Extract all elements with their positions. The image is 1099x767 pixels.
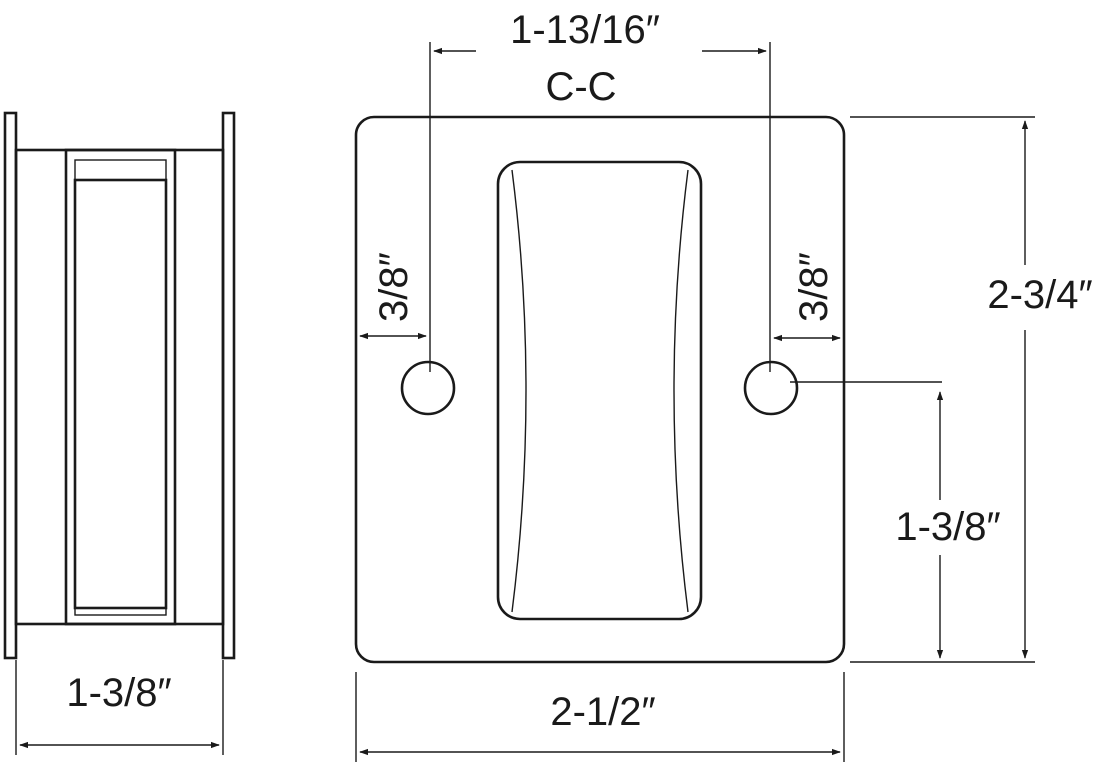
hole-height-label: 1-3/8″ [895,505,1000,549]
left-hole-edge-offset-label: 3/8″ [372,252,416,322]
right-hole-edge-offset-dimension: 3/8″ [773,252,841,342]
left-mounting-hole [400,360,456,416]
hole-height-dimension: 1-3/8″ [790,381,1001,659]
center-to-center-dimension: 1-13/16″ C-C [429,8,771,372]
right-mounting-hole [743,360,799,416]
front-view [354,115,846,664]
side-view [3,111,236,660]
height-dimension: 2-3/4″ [850,116,1093,663]
finger-recess-right-curve [673,169,689,613]
left-hole-edge-offset-dimension: 3/8″ [359,252,427,340]
finger-recess-outer [496,160,703,621]
center-to-center-note: C-C [545,65,616,109]
finger-recess-left-curve [511,169,527,613]
right-hole-edge-offset-label: 3/8″ [792,252,836,322]
height-label: 2-3/4″ [987,273,1092,317]
front-plate [354,115,846,664]
side-view-right-flange [221,111,236,660]
side-view-body [14,148,225,626]
side-view-cup-inner [74,159,167,616]
side-view-cup-opening [73,178,168,610]
side-view-depth-label: 1-3/8″ [66,671,171,715]
side-view-depth-dimension: 1-3/8″ [15,660,224,755]
width-dimension: 2-1/2″ [355,672,845,762]
width-label: 2-1/2″ [550,690,655,734]
side-view-cup-outer [64,148,177,626]
center-to-center-label: 1-13/16″ [510,8,660,52]
side-view-left-flange [3,111,18,660]
